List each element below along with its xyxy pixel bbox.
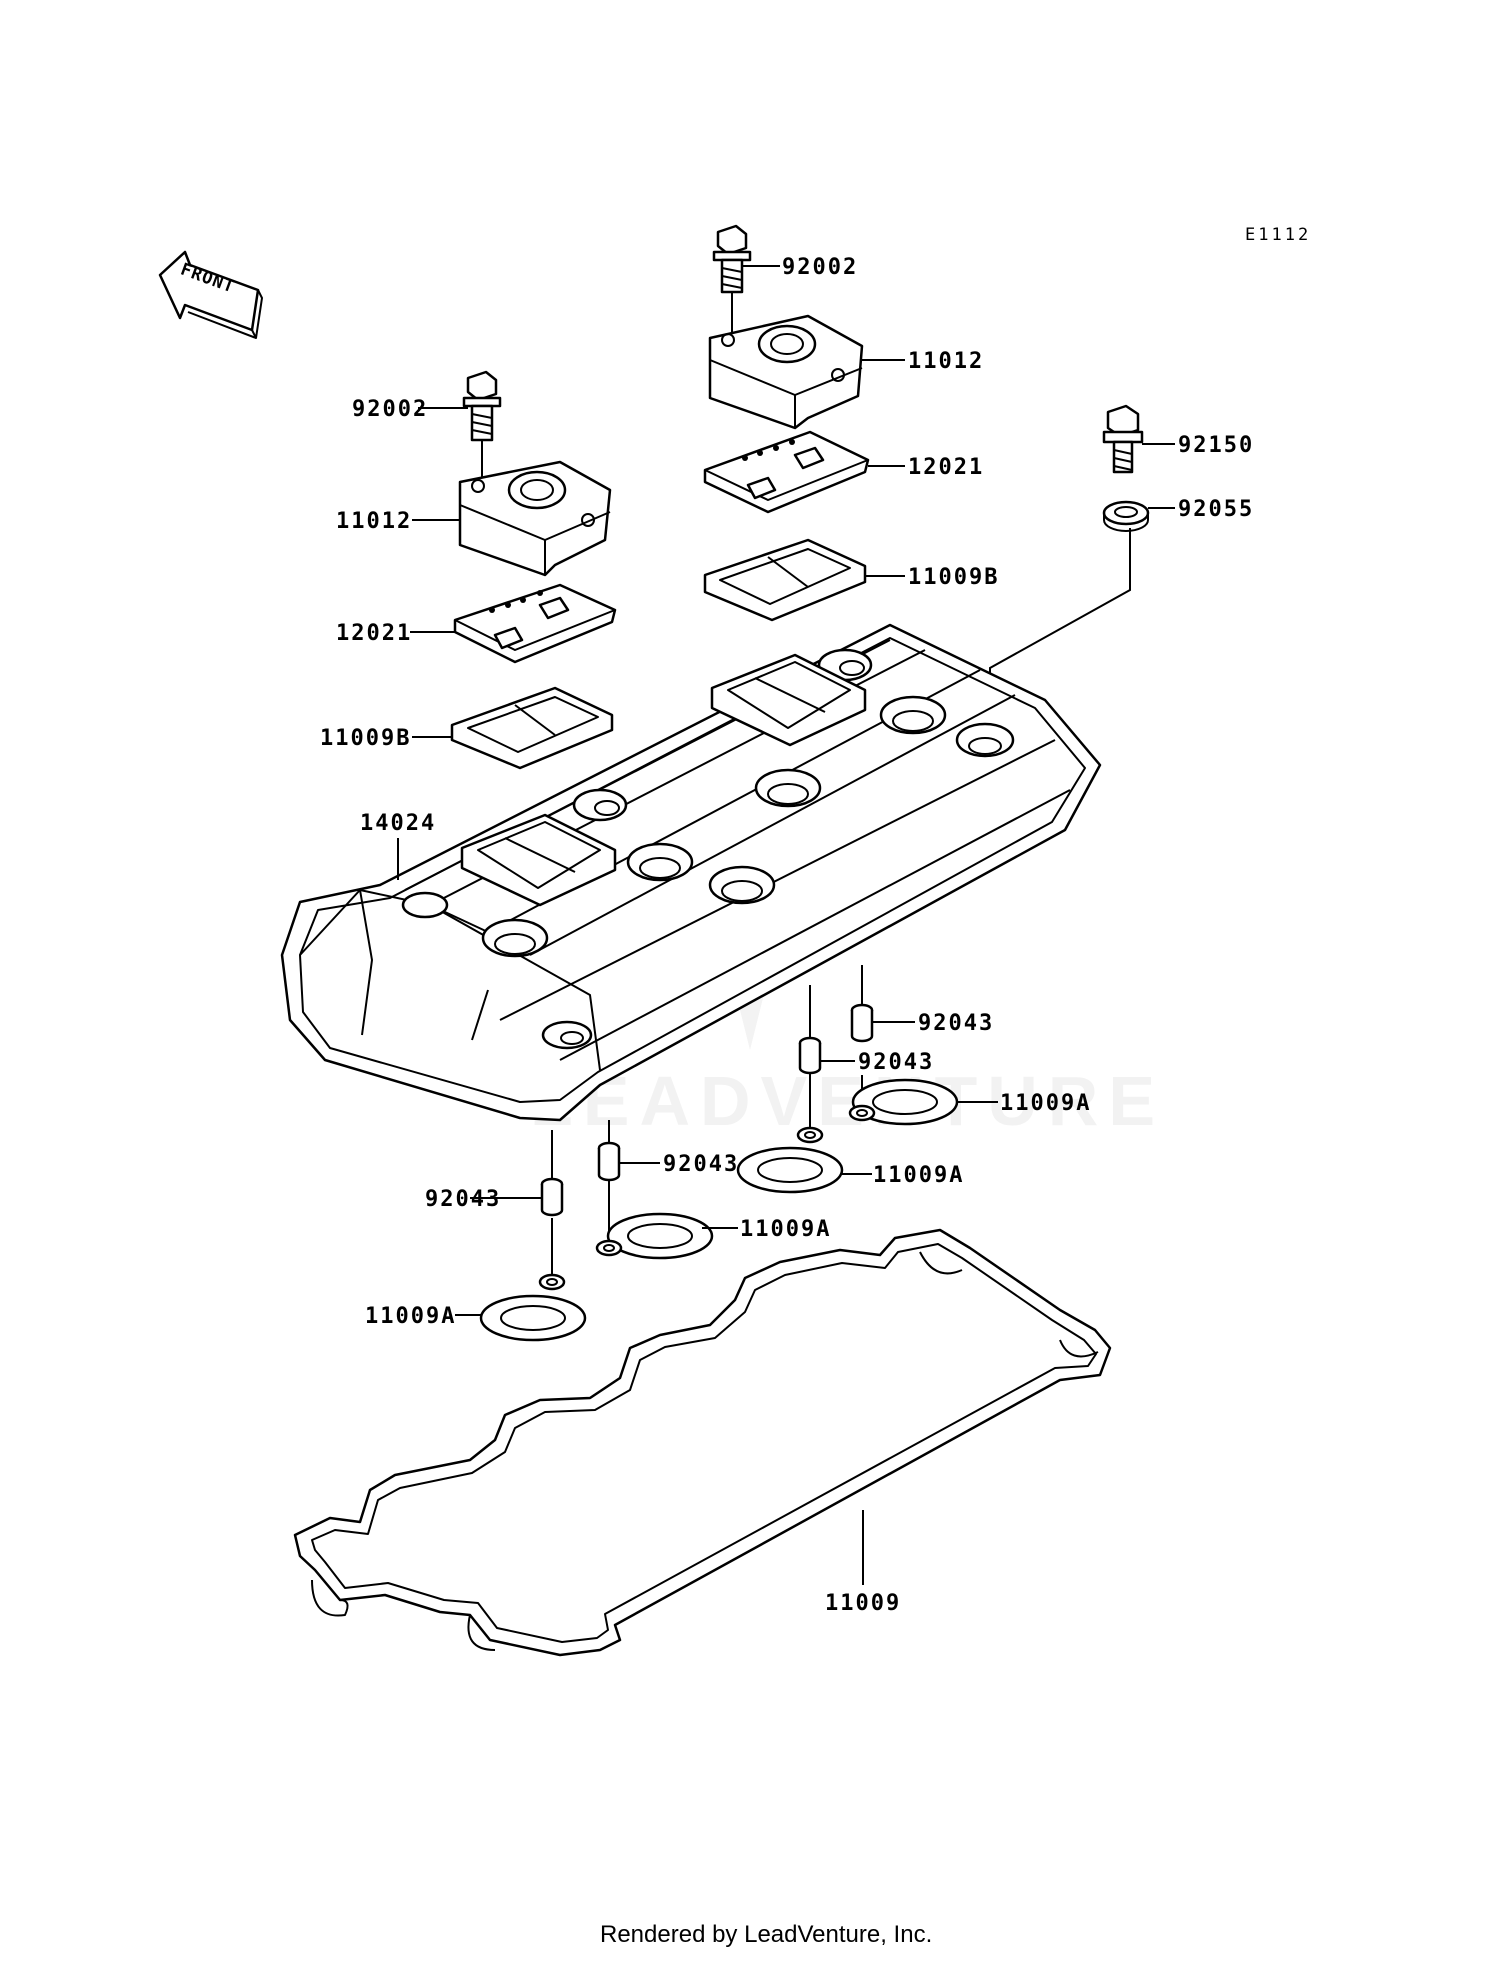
plate-right <box>703 430 870 514</box>
gasket-b-right <box>703 538 867 622</box>
label-dowel-2: 92043 <box>858 1050 934 1075</box>
dowel-3 <box>597 1141 621 1182</box>
label-bolt-right: 92002 <box>782 255 858 280</box>
label-oring-1: 11009A <box>1000 1091 1091 1116</box>
label-cap-right: 11012 <box>908 349 984 374</box>
label-head-gasket: 11009 <box>825 1591 901 1616</box>
watermark-text: LEADVENTURE <box>530 1062 1165 1140</box>
dowel-4 <box>540 1177 564 1217</box>
bolt-right <box>712 224 752 294</box>
head-cover-gasket <box>293 1228 1112 1657</box>
label-gasket-b-left: 11009B <box>320 726 411 751</box>
oring-3 <box>595 1212 714 1260</box>
label-washer-92055: 92055 <box>1178 497 1254 522</box>
label-oring-4: 11009A <box>365 1304 456 1329</box>
label-plate-right: 12021 <box>908 455 984 480</box>
cap-right <box>708 314 864 430</box>
oring-4 <box>479 1273 587 1342</box>
valve-cover <box>280 623 1102 1122</box>
oring-1 <box>848 1078 959 1126</box>
label-gasket-b-right: 11009B <box>908 565 999 590</box>
bolt-92150 <box>1102 404 1144 474</box>
label-dowel-3: 92043 <box>663 1152 739 1177</box>
label-oring-3: 11009A <box>740 1217 831 1242</box>
washer-92055 <box>1102 500 1150 532</box>
gasket-b-left <box>450 686 614 770</box>
bolt-left <box>462 370 502 442</box>
label-cover: 14024 <box>360 811 436 836</box>
front-arrow-icon: FRONT <box>158 250 263 339</box>
label-bolt-92150: 92150 <box>1178 433 1254 458</box>
dowel-1 <box>850 1003 874 1043</box>
label-dowel-1: 92043 <box>918 1011 994 1036</box>
cap-left <box>458 460 612 577</box>
footer-credit: Rendered by LeadVenture, Inc. <box>600 1921 932 1948</box>
oring-2 <box>736 1126 844 1194</box>
label-dowel-4: 92043 <box>425 1187 501 1212</box>
diagram-id: E1112 <box>1245 225 1311 245</box>
label-oring-2: 11009A <box>873 1163 964 1188</box>
dowel-2 <box>798 1036 822 1075</box>
label-plate-left: 12021 <box>336 621 412 646</box>
label-bolt-left: 92002 <box>352 397 428 422</box>
label-cap-left: 11012 <box>336 509 412 534</box>
plate-left <box>453 583 617 664</box>
